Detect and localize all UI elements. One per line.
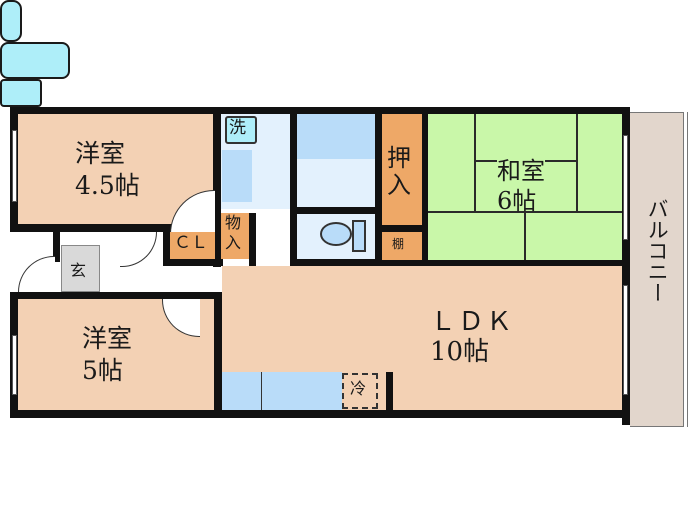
wall [375,225,425,232]
washer [225,116,257,144]
bathtub-inner [0,42,70,79]
entrance-label: 玄 [70,261,87,280]
oshiire-label-bottom: 入 [387,171,411,199]
oshiire-label-top: 押 [387,144,411,172]
shelf [382,232,422,260]
wall [163,259,223,266]
wall [214,292,222,417]
storage-label-top: 物 [225,213,242,232]
tatami-line [524,211,526,260]
wall [10,292,355,299]
wall [622,107,630,425]
japanese-room [428,114,624,260]
window [623,285,628,395]
ldk [356,266,622,299]
closet-label: ＣＬ [174,233,208,253]
room-size: 10帖 [430,337,490,367]
shelf-label: 棚 [392,237,405,251]
room-name: 洋室 [75,139,126,168]
wall [10,224,220,232]
wall [53,232,60,262]
washer-label: 洗 [229,118,246,138]
wall [375,107,382,267]
door-swing [120,232,157,267]
bathtub [297,114,375,159]
wall [163,224,170,266]
room-size: 4.5帖 [75,171,140,200]
wall [422,107,428,267]
outer-wall-top [10,107,630,115]
front-door-swing [18,256,55,293]
window [12,335,17,395]
counter-divider [261,372,262,411]
room-size: 5帖 [82,356,123,385]
room-name: 和室 [497,157,545,185]
entrance [61,245,100,292]
wall [290,259,382,266]
window [12,130,17,202]
sink [0,79,42,107]
storage [221,213,249,259]
outer-wall-bottom [10,410,630,418]
kitchen-counter [222,372,342,411]
wall [297,207,377,214]
wall [213,107,221,267]
toilet-bowl [320,222,352,246]
tatami-line [428,211,624,213]
storage-label-bottom: 入 [225,233,242,252]
closet [170,232,215,260]
fridge-label: 冷 [350,379,367,398]
washbasin-bowl [0,0,22,42]
balcony-rail [683,112,687,427]
tatami-line [474,114,476,212]
wall [290,107,297,267]
room-size: 6帖 [497,187,537,215]
tatami-line [576,114,578,212]
toilet-tank [352,220,366,252]
window [623,135,628,240]
balcony-label: バルコニー [645,198,670,303]
room-name: 洋室 [82,324,133,353]
balcony [630,112,688,427]
washbasin [222,150,252,202]
oshiire [382,114,422,226]
wall [249,213,256,266]
fridge-space [342,373,378,409]
wall [356,260,628,266]
room-name: ＬＤＫ [430,307,515,337]
wall [386,372,393,412]
